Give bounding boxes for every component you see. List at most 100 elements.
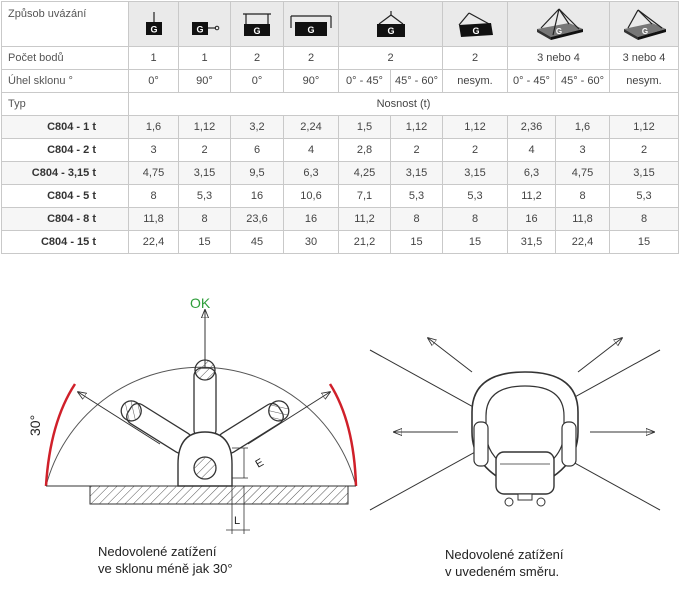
sling-icon-two-leg-angled: G — [338, 1, 443, 47]
svg-text:G: G — [387, 26, 394, 36]
sling-icon-two-leg-asymmetric: G — [442, 1, 508, 47]
forbidden-arc-left — [44, 383, 77, 487]
capacity-cell: 5,3 — [442, 184, 508, 208]
anchor-block — [495, 451, 555, 495]
caption-right-line1: Nedovolené zatížení — [445, 547, 564, 562]
capacity-cell: 11,2 — [507, 184, 556, 208]
capacity-cell: 30 — [283, 230, 339, 254]
points-cell: 2 — [442, 46, 508, 70]
capacity-cell: 3,15 — [178, 161, 231, 185]
type-cell: C804 - 5 t — [1, 184, 129, 208]
capacity-cell: 11,2 — [338, 207, 391, 231]
capacity-cell: 2,8 — [338, 138, 391, 162]
caption-left-line2: ve sklonu méně jak 30° — [98, 561, 233, 576]
capacity-cell: 1,12 — [442, 115, 508, 139]
capacity-cell: 2,36 — [507, 115, 556, 139]
type-cell: C804 - 2 t — [1, 138, 129, 162]
sling-method-label: Způsob uvázání — [1, 1, 129, 47]
capacity-cell: 4,75 — [128, 161, 179, 185]
capacity-cell: 8 — [609, 207, 679, 231]
sling-icon-double-side: G — [283, 1, 339, 47]
type-cell: C804 - 3,15 t — [1, 161, 129, 185]
ring-right — [217, 400, 290, 454]
capacity-cell: 3,2 — [230, 115, 284, 139]
points-cell: 3 nebo 4 — [609, 46, 679, 70]
angle-cell: 45° - 60° — [555, 69, 610, 93]
capacity-cell: 16 — [283, 207, 339, 231]
capacity-cell: 8 — [178, 207, 231, 231]
capacity-cell: 2 — [442, 138, 508, 162]
capacity-cell: 2 — [609, 138, 679, 162]
capacity-cell: 8 — [555, 184, 610, 208]
type-cell: C804 - 8 t — [1, 207, 129, 231]
dimension-e-label: E — [254, 457, 266, 471]
angle-cell: 0° — [230, 69, 284, 93]
capacity-cell: 1,6 — [128, 115, 179, 139]
capacity-cell: 15 — [178, 230, 231, 254]
type-cell: C804 - 1 t — [1, 115, 129, 139]
capacity-cell: 5,3 — [390, 184, 443, 208]
sling-method-row: Způsob uvázání G G G G G G G G — [1, 1, 679, 47]
sling-icon-multi-leg-angled: G — [507, 1, 610, 47]
capacity-header: Nosnost (t) — [128, 92, 679, 116]
capacity-cell: 3,15 — [442, 161, 508, 185]
points-cell: 2 — [230, 46, 284, 70]
capacity-cell: 3 — [128, 138, 179, 162]
svg-text:G: G — [555, 27, 561, 36]
capacity-cell: 1,12 — [178, 115, 231, 139]
capacity-cell: 3 — [555, 138, 610, 162]
angle-cell: 90° — [283, 69, 339, 93]
capacity-cell: 3,15 — [390, 161, 443, 185]
capacity-cell: 21,2 — [338, 230, 391, 254]
angle-cell: 45° - 60° — [390, 69, 443, 93]
capacity-cell: 16 — [230, 184, 284, 208]
capacity-cell: 4,25 — [338, 161, 391, 185]
type-header-row: Typ Nosnost (t) — [1, 92, 679, 116]
points-cell: 1 — [128, 46, 179, 70]
svg-text:G: G — [472, 26, 479, 36]
capacity-cell: 31,5 — [507, 230, 556, 254]
capacity-cell: 10,6 — [283, 184, 339, 208]
svg-text:G: G — [196, 25, 203, 35]
caption-left-line1: Nedovolené zatížení — [98, 544, 217, 559]
angle-label: Úhel sklonu ° — [1, 69, 129, 93]
capacity-cell: 4 — [507, 138, 556, 162]
capacity-cell: 1,12 — [609, 115, 679, 139]
capacity-cell: 15 — [609, 230, 679, 254]
loading-diagram: E L OK 30° — [27, 295, 661, 534]
sling-icon-double-vertical: G — [230, 1, 284, 47]
capacity-cell: 16 — [507, 207, 556, 231]
capacity-cell: 22,4 — [555, 230, 610, 254]
ring-vertical — [193, 359, 217, 439]
capacity-cell: 8 — [390, 207, 443, 231]
capacity-cell: 2,24 — [283, 115, 339, 139]
weight-letter: G — [150, 25, 157, 35]
capacity-cell: 4,75 — [555, 161, 610, 185]
sling-icon-multi-leg-asymmetric: G — [609, 1, 679, 47]
svg-text:G: G — [307, 25, 314, 35]
capacity-cell: 6,3 — [283, 161, 339, 185]
points-cell: 1 — [178, 46, 231, 70]
capacity-cell: 5,3 — [609, 184, 679, 208]
angle-diagram: E L OK 30° — [27, 295, 358, 534]
capacity-cell: 8 — [442, 207, 508, 231]
capacity-cell: 23,6 — [230, 207, 284, 231]
capacity-cell: 15 — [442, 230, 508, 254]
capacity-cell: 1,12 — [390, 115, 443, 139]
capacity-cell: 8 — [128, 184, 179, 208]
capacity-cell: 2 — [390, 138, 443, 162]
capacity-cell: 6,3 — [507, 161, 556, 185]
capacity-cell: 9,5 — [230, 161, 284, 185]
capacity-cell: 45 — [230, 230, 284, 254]
sling-icon-single-side: G — [178, 1, 231, 47]
capacity-cell: 3,15 — [609, 161, 679, 185]
angle-row: Úhel sklonu ° 0° 90° 0° 90° 0° - 45° 45°… — [1, 69, 679, 93]
angle-30-label: 30° — [27, 415, 43, 436]
angle-cell: nesym. — [442, 69, 508, 93]
points-label: Počet bodů — [1, 46, 129, 70]
